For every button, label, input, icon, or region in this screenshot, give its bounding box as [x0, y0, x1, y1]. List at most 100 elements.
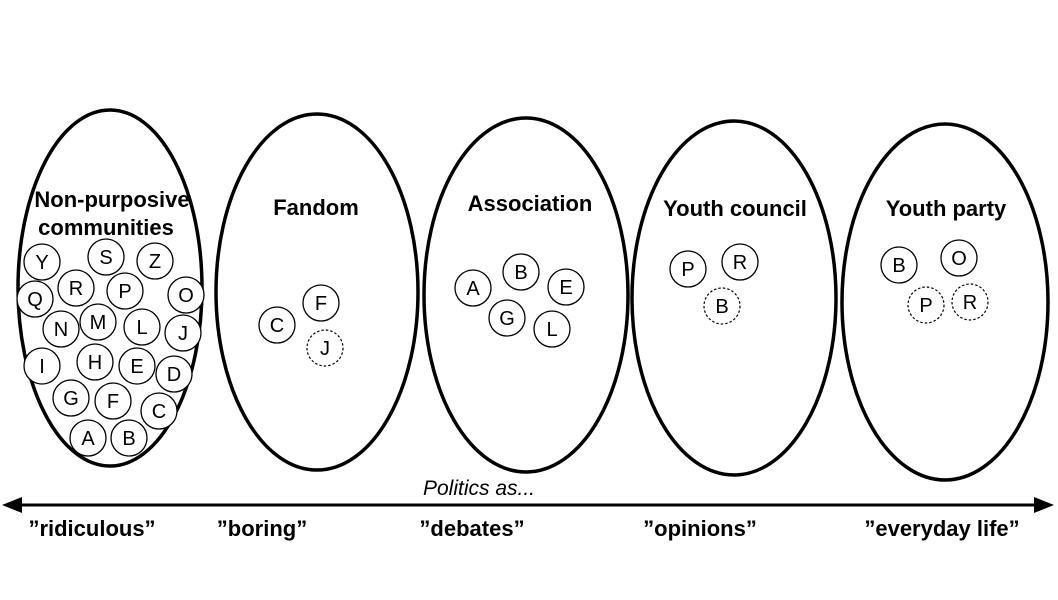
member-e-node: E	[118, 347, 156, 385]
member-label: P	[681, 259, 694, 281]
member-h-node: H	[76, 343, 114, 381]
member-d-node: D	[155, 355, 193, 393]
member-circle	[302, 284, 340, 322]
axis-caption: Politics as...	[423, 477, 535, 500]
group-title: Youth party	[886, 196, 1007, 221]
member-f-node: F	[94, 382, 132, 420]
member-circle	[118, 347, 156, 385]
member-label: A	[81, 428, 95, 450]
member-p-node: P	[907, 286, 945, 324]
member-circle	[164, 314, 202, 352]
member-circle	[76, 343, 114, 381]
member-circle	[167, 276, 205, 314]
member-m-node: M	[79, 303, 117, 341]
member-z-node: Z	[136, 242, 174, 280]
member-label: E	[130, 356, 143, 378]
member-label: L	[136, 317, 147, 339]
member-circle	[721, 243, 759, 281]
member-circle	[502, 253, 540, 291]
member-r-node: R	[951, 283, 989, 321]
group-association: Association B A E G L	[422, 116, 630, 474]
member-circle	[42, 310, 80, 348]
member-label: L	[546, 319, 557, 341]
member-j-node: J	[306, 329, 344, 367]
member-label: Y	[35, 252, 48, 274]
member-j-node: J	[164, 314, 202, 352]
member-p-node: P	[106, 272, 144, 310]
member-circle	[140, 392, 178, 430]
group-ellipse	[214, 112, 420, 472]
member-circle	[94, 382, 132, 420]
member-circle	[110, 419, 148, 457]
member-s-node: S	[87, 238, 125, 276]
member-label: Q	[27, 289, 43, 311]
arrow-right-icon	[1034, 497, 1054, 513]
member-b-node: B	[703, 287, 741, 325]
member-g-node: G	[488, 299, 526, 337]
group-ellipse	[422, 116, 630, 474]
member-circle	[454, 269, 492, 307]
member-circle	[52, 379, 90, 417]
member-circle	[23, 347, 61, 385]
group-title: Fandom	[273, 195, 359, 220]
group-title: Association	[468, 191, 593, 216]
member-label: Z	[149, 251, 161, 273]
member-g-node: G	[52, 379, 90, 417]
member-circle	[23, 243, 61, 281]
member-n-node: N	[42, 310, 80, 348]
axis-label-everyday-life: ”everyday life”	[864, 516, 1019, 541]
member-circle	[669, 250, 707, 288]
member-label: H	[88, 352, 102, 374]
member-list: B A E G L	[454, 253, 585, 348]
member-i-node: I	[23, 347, 61, 385]
member-o-node: O	[167, 276, 205, 314]
member-label: M	[90, 312, 107, 334]
member-label: R	[733, 252, 747, 274]
member-circle	[106, 272, 144, 310]
member-label: B	[892, 255, 905, 277]
member-circle	[940, 239, 978, 277]
member-label: O	[178, 285, 194, 307]
group-fandom: Fandom FC J	[214, 112, 420, 472]
group-ellipse	[840, 122, 1050, 482]
member-circle-dashed	[703, 287, 741, 325]
member-circle	[488, 299, 526, 337]
member-circle	[87, 238, 125, 276]
member-r-node: R	[57, 269, 95, 307]
member-label: F	[315, 293, 327, 315]
politics-axis: Politics as... ”ridiculous” ”boring” ”de…	[2, 477, 1054, 541]
member-label: R	[69, 278, 83, 300]
member-l-node: L	[123, 308, 161, 346]
member-label: E	[559, 277, 572, 299]
member-o-node: O	[940, 239, 978, 277]
member-f-node: F	[302, 284, 340, 322]
member-circle	[547, 268, 585, 306]
member-label: P	[919, 295, 932, 317]
member-label: O	[951, 248, 967, 270]
member-a-node: A	[454, 269, 492, 307]
member-circle	[123, 308, 161, 346]
member-label: J	[320, 338, 330, 360]
member-label: G	[499, 308, 515, 330]
member-label: B	[514, 262, 527, 284]
member-circle	[136, 242, 174, 280]
member-circle	[69, 419, 107, 457]
axis-label-boring: ”boring”	[217, 516, 307, 541]
member-c-node: C	[258, 306, 296, 344]
group-title: communities	[38, 215, 174, 240]
member-label: A	[466, 278, 480, 300]
member-circle	[57, 269, 95, 307]
arrow-left-icon	[2, 497, 22, 513]
member-list: P RB	[669, 243, 759, 325]
member-label: I	[39, 356, 45, 378]
member-label: B	[122, 428, 135, 450]
member-r-node: R	[721, 243, 759, 281]
member-b-node: B	[502, 253, 540, 291]
member-a-node: A	[69, 419, 107, 457]
member-b-node: B	[110, 419, 148, 457]
